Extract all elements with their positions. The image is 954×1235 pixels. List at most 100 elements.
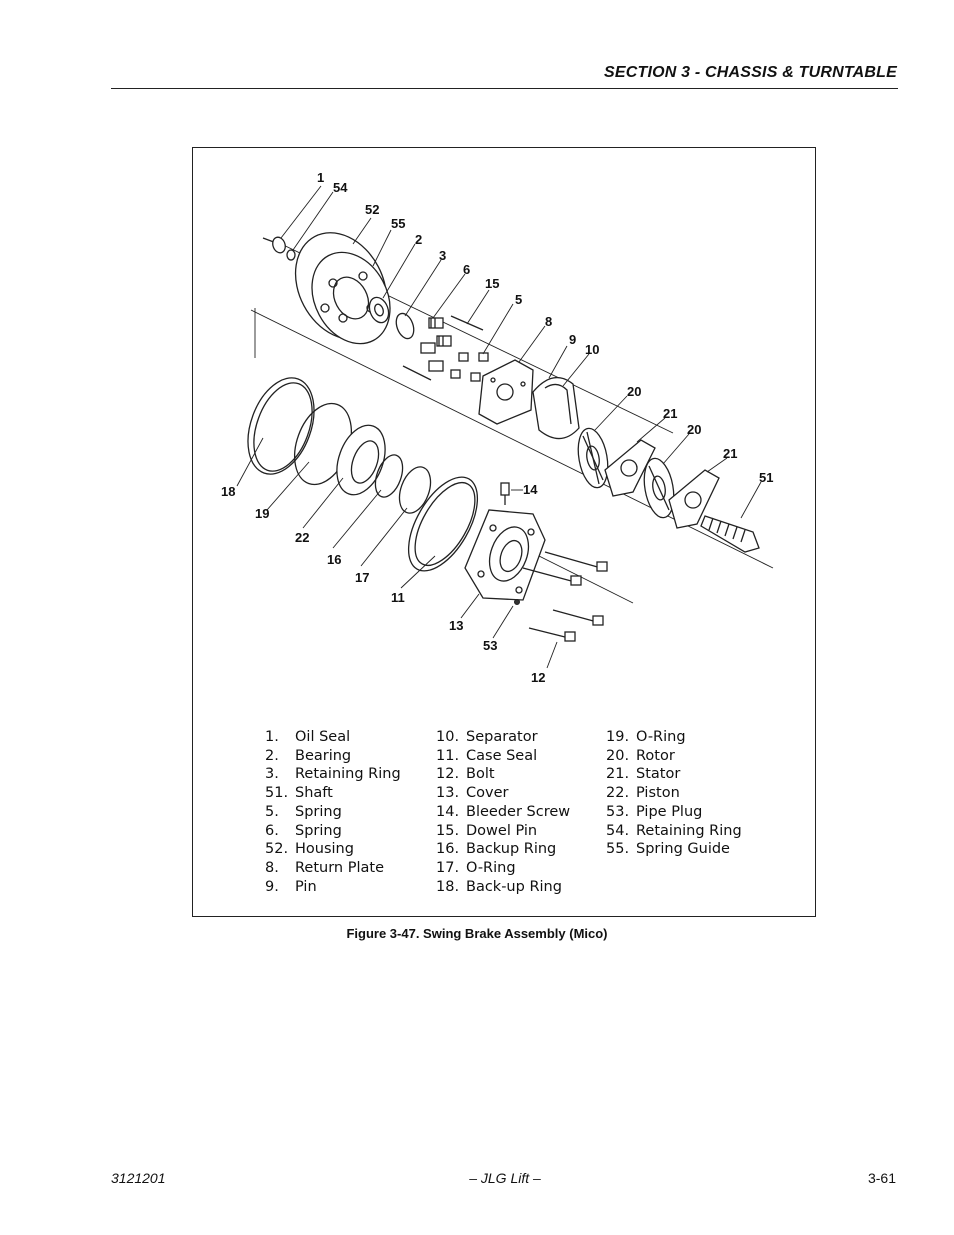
legend-item-label: Housing — [295, 841, 354, 858]
callout-51: 51 — [759, 470, 773, 485]
callout-53: 53 — [483, 638, 497, 653]
legend-item-number: 13. — [436, 785, 460, 802]
legend-item-label: Bearing — [295, 747, 352, 764]
footer-page-number: 3-61 — [867, 1170, 896, 1186]
legend-item-number: 16. — [436, 841, 460, 858]
legend-item-label: Stator — [636, 766, 681, 783]
legend-item-number: 10. — [436, 729, 460, 745]
callout-18: 18 — [221, 484, 235, 499]
footer-publisher: – JLG Lift – — [469, 1170, 541, 1186]
callout-55: 55 — [391, 216, 405, 231]
legend-item: 1.Oil Seal — [265, 728, 401, 747]
callout-2: 2 — [415, 232, 422, 247]
legend-item: 18.Back-up Ring — [436, 878, 570, 897]
callout-16: 16 — [327, 552, 341, 567]
legend-item-number: 19. — [606, 729, 630, 745]
callout-21b: 21 — [723, 446, 737, 461]
figure-frame: 1 54 52 55 2 3 6 15 5 8 9 10 20 21 20 21… — [192, 147, 816, 917]
legend-item-label: Retaining Ring — [295, 766, 401, 783]
legend-item-label: Back-up Ring — [466, 878, 562, 895]
bearing-part — [368, 296, 390, 324]
callout-14: 14 — [523, 482, 538, 497]
callout-labels: 1 54 52 55 2 3 6 15 5 8 9 10 20 21 20 21… — [221, 170, 773, 685]
legend-item-label: Bolt — [466, 766, 495, 783]
stator-part-2 — [668, 469, 720, 529]
callout-12: 12 — [531, 670, 545, 685]
bolts-part — [522, 551, 608, 642]
oil-seal-part — [262, 236, 296, 261]
legend-item-label: Shaft — [295, 785, 333, 802]
legend-item: 20.Rotor — [606, 747, 742, 766]
header-divider — [111, 88, 898, 89]
legend-item-number: 55. — [606, 841, 630, 858]
callout-6: 6 — [463, 262, 470, 277]
stator-part — [604, 439, 656, 497]
legend-item-number: 3. — [265, 766, 279, 783]
backup-ring-large-part — [247, 377, 315, 475]
callout-15: 15 — [485, 276, 499, 291]
exploded-view-diagram: 1 54 52 55 2 3 6 15 5 8 9 10 20 21 20 21… — [221, 170, 773, 685]
legend-item: 21.Stator — [606, 765, 742, 784]
legend-item-number: 14. — [436, 803, 460, 820]
legend-item: 6.Spring — [265, 822, 401, 841]
parts-legend-column-1: 1.Oil Seal 2. Bearing 3. Retaining Ring 51… — [265, 728, 401, 896]
separator-part — [532, 376, 580, 440]
legend-item: 2. Bearing — [265, 747, 401, 766]
legend-item-label: Piston — [636, 785, 680, 802]
backup-ring-small-part — [374, 454, 404, 498]
legend-item-label: Return Plate — [295, 859, 384, 876]
legend-item: 3. Retaining Ring — [265, 765, 401, 784]
legend-item: 15.Dowel Pin — [436, 822, 570, 841]
legend-item-number: 22. — [606, 785, 630, 802]
callout-10: 10 — [585, 342, 599, 357]
legend-item: 14.Bleeder Screw — [436, 803, 570, 822]
legend-item: 52. Housing — [265, 840, 401, 859]
legend-item: 10. Separator — [436, 728, 570, 747]
legend-item-label: Spring Guide — [636, 841, 730, 858]
piston-part — [336, 424, 386, 496]
parts-legend-column-3: 19. O-Ring 20.Rotor 21.Stator 22. Piston 5… — [606, 728, 742, 859]
spring-stack-part — [420, 317, 452, 372]
callout-20a: 20 — [627, 384, 641, 399]
legend-item-label: Backup Ring — [466, 841, 557, 858]
legend-item-number: 12. — [436, 766, 460, 783]
legend-item: 11. Case Seal — [436, 747, 570, 766]
legend-item-number: 11. — [436, 747, 460, 764]
shaft-part — [700, 515, 760, 553]
callout-11: 11 — [391, 590, 405, 605]
callout-9: 9 — [569, 332, 576, 347]
legend-item-label: Oil Seal — [295, 729, 351, 745]
return-plate-part — [478, 359, 534, 425]
callout-19: 19 — [255, 506, 269, 521]
legend-item-label: Case Seal — [466, 747, 538, 764]
footer-doc-number: 3121201 — [111, 1170, 166, 1186]
legend-item: 5. Spring — [265, 803, 401, 822]
legend-item: 51. Shaft — [265, 784, 401, 803]
legend-item-label: Rotor — [636, 747, 675, 764]
legend-item-number: 8. — [265, 859, 279, 876]
legend-item-number: 51. — [265, 785, 289, 802]
legend-item: 13. Cover — [436, 784, 570, 803]
parts-legend-column-2: 10. Separator 11. Case Seal 12. Bolt 13. Cov… — [436, 728, 570, 896]
legend-item: 53.Pipe Plug — [606, 803, 742, 822]
legend-item-label: Separator — [466, 729, 538, 745]
legend-item-label: Dowel Pin — [466, 822, 538, 839]
callout-3: 3 — [439, 248, 446, 263]
callout-54: 54 — [333, 180, 348, 195]
callout-20b: 20 — [687, 422, 701, 437]
legend-item-label: Spring — [295, 803, 342, 820]
legend-item-number: 52. — [265, 841, 289, 858]
legend-item-number: 2. — [265, 747, 279, 764]
legend-item: 9.Pin — [265, 878, 401, 897]
callout-22: 22 — [295, 530, 309, 545]
o-ring-small-part — [398, 466, 432, 514]
pipe-plug-part — [514, 599, 520, 605]
callout-5: 5 — [515, 292, 522, 307]
legend-item-label: Pin — [295, 878, 317, 895]
dowel-pin-part — [402, 315, 484, 381]
legend-item-number: 6. — [265, 822, 279, 839]
legend-item-label: Cover — [466, 785, 509, 802]
callout-52: 52 — [365, 202, 379, 217]
legend-item-label: O-Ring — [636, 729, 686, 745]
legend-item-number: 5. — [265, 803, 279, 820]
